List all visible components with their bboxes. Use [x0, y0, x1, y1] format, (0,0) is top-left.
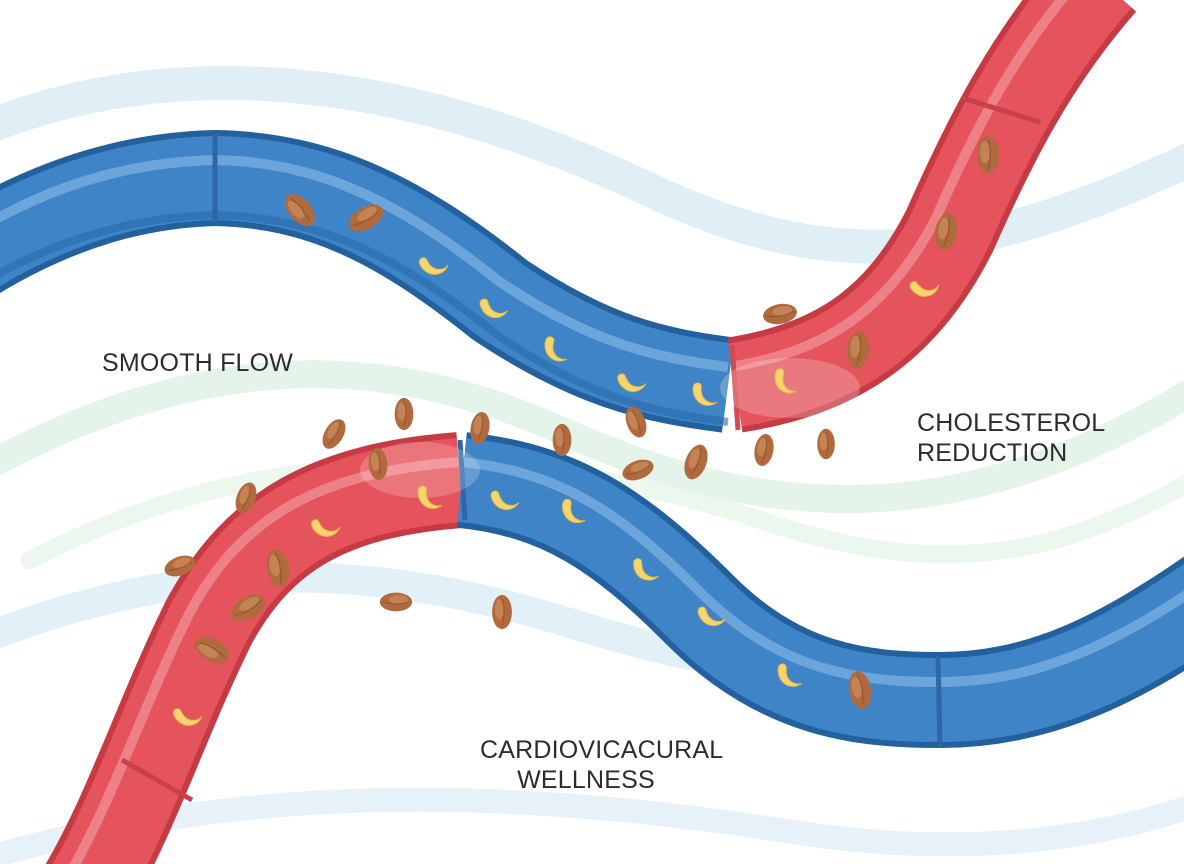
junction-gloss [360, 358, 860, 498]
smooth-flow-text: SMOOTH FLOW [102, 349, 294, 377]
cholesterol-reduction-label: CHOLESTEROL REDUCTION [917, 408, 1105, 468]
cardio-text-line2: WELLNESS [517, 766, 655, 794]
lower-vein [456, 432, 1184, 749]
upper-vein [0, 129, 735, 433]
cholesterol-text-line2: REDUCTION [917, 439, 1068, 467]
cardio-text-line1: CARDIOVICACURAL [480, 736, 724, 764]
cardiovascular-wellness-label: CARDIOVICACURAL WELLNESS [480, 735, 724, 795]
lower-artery [45, 432, 465, 864]
smooth-flow-label: SMOOTH FLOW [102, 348, 293, 378]
cholesterol-text-line1: CHOLESTEROL [917, 409, 1106, 437]
